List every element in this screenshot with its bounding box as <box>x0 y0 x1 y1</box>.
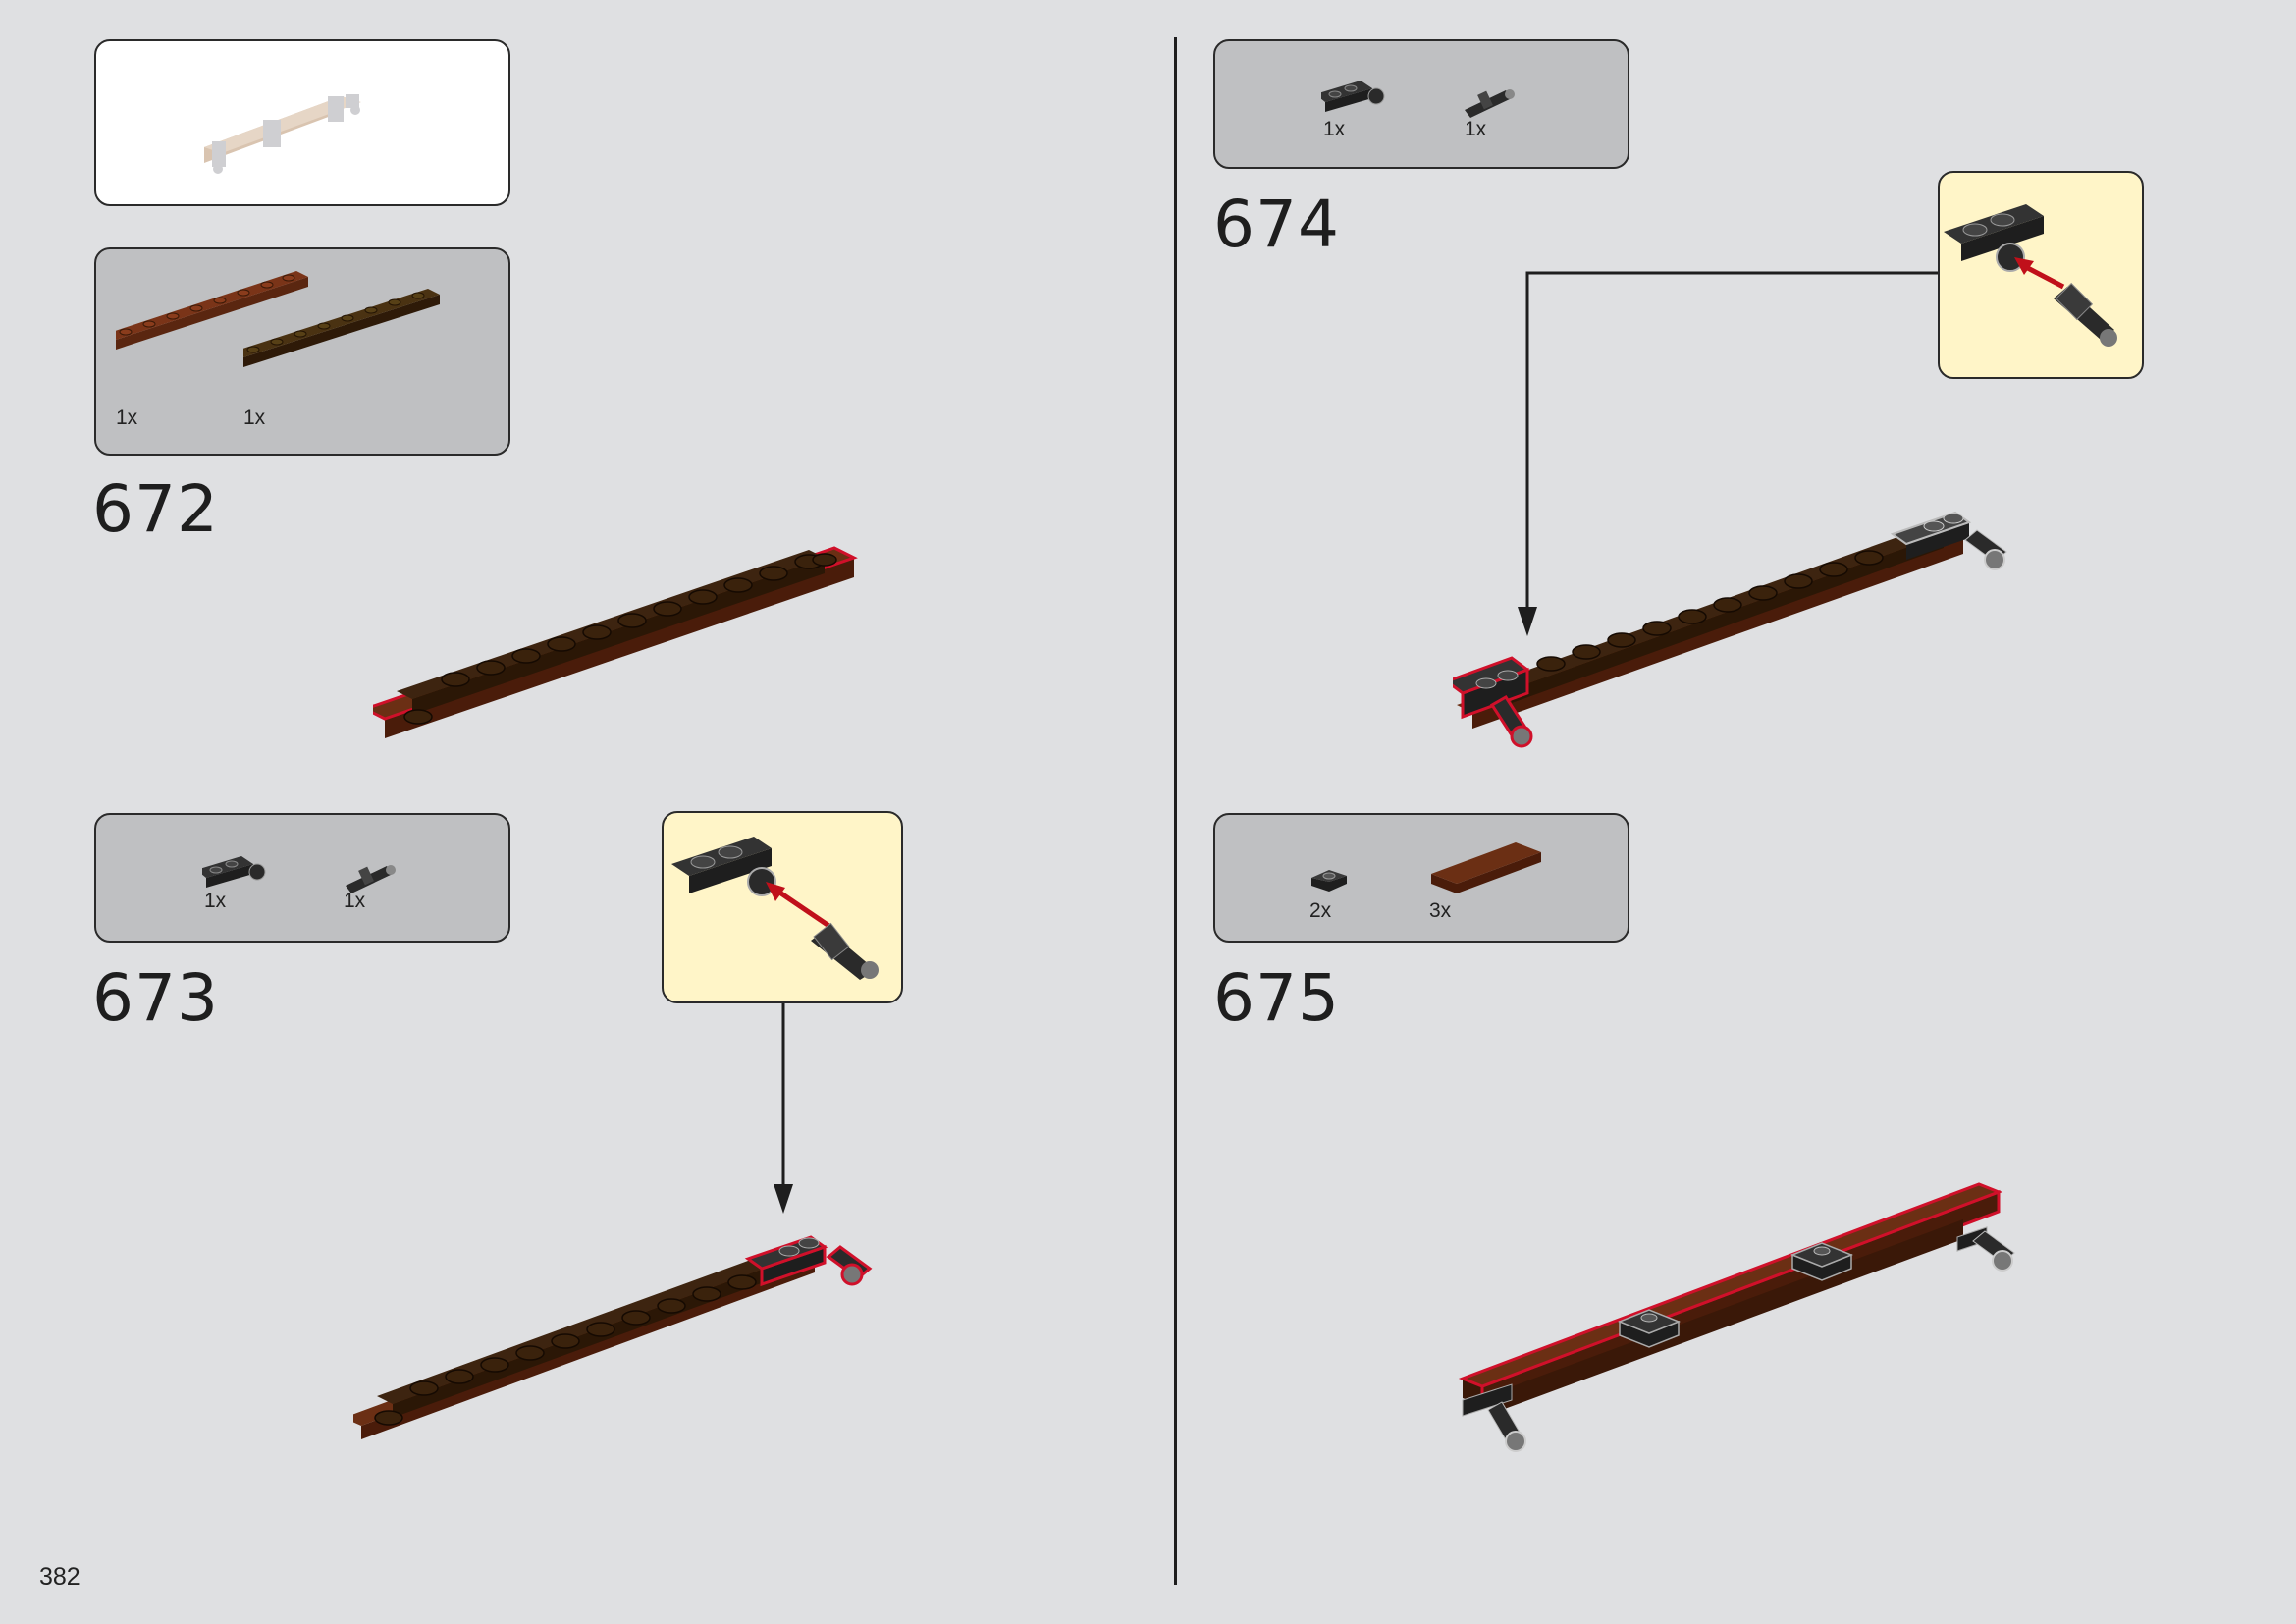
black-tile-1x1-icon <box>1311 870 1347 892</box>
beam-subassembly-preview-icon <box>204 94 361 174</box>
page-divider <box>1174 37 1177 1585</box>
reddish-brown-plate-icon <box>116 271 308 350</box>
black-friction-pin-icon <box>346 865 396 893</box>
black-friction-pin-icon <box>1465 89 1515 118</box>
pin-into-plate-callout-icon <box>671 837 879 980</box>
step-number: 675 <box>1213 960 1340 1036</box>
step-number: 674 <box>1213 187 1340 262</box>
step-672-assembly-illustration <box>373 546 858 738</box>
parts-list-step-675: 2x 3x <box>1213 813 1629 943</box>
previous-subassembly-panel <box>94 39 510 206</box>
part-quantity: 1x <box>116 406 138 429</box>
step-number: 672 <box>92 471 219 547</box>
parts-list-step-672: 1x 1x <box>94 247 510 456</box>
reddish-brown-tile-icon <box>1431 842 1541 893</box>
black-plate-with-pin-hole-icon <box>202 856 266 888</box>
part-quantity: 2x <box>1309 899 1332 922</box>
part-quantity: 1x <box>204 890 227 912</box>
step-675-assembly-illustration <box>1458 1182 2015 1452</box>
callout-subassembly-674 <box>1938 171 2144 379</box>
part-quantity: 1x <box>1323 118 1346 140</box>
part-quantity: 3x <box>1429 899 1452 922</box>
dark-brown-plate-icon <box>243 289 440 367</box>
page-number: 382 <box>39 1563 80 1591</box>
pin-into-plate-callout-icon <box>1944 204 2117 347</box>
parts-list-step-674: 1x 1x <box>1213 39 1629 169</box>
step-number: 673 <box>92 960 219 1036</box>
black-plate-with-pin-hole-icon <box>1321 81 1385 112</box>
step-673-assembly-illustration <box>353 1235 873 1439</box>
part-quantity: 1x <box>344 890 366 912</box>
step-674-assembly-illustration <box>1453 511 2007 748</box>
parts-list-step-673: 1x 1x <box>94 813 510 943</box>
part-quantity: 1x <box>1465 118 1487 140</box>
callout-subassembly-673 <box>662 811 903 1003</box>
part-quantity: 1x <box>243 406 266 429</box>
